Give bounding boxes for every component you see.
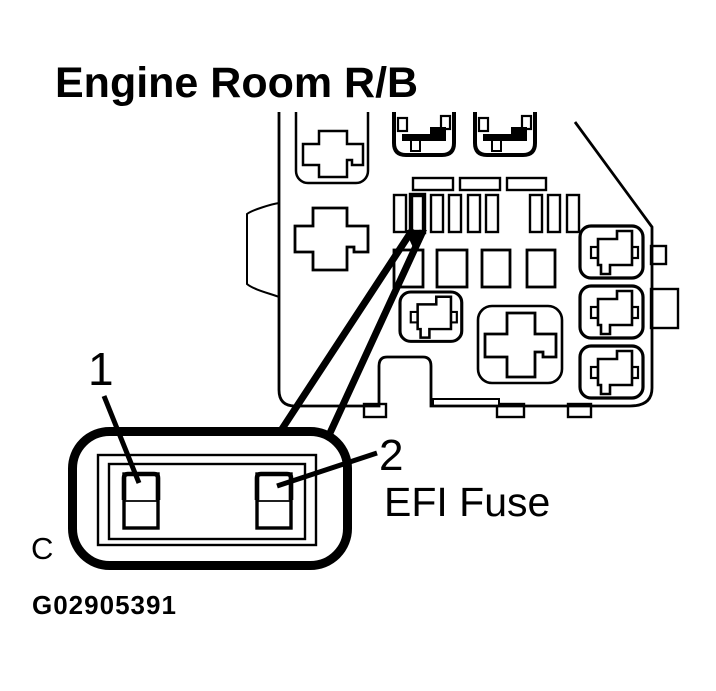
efi-fuse-icon	[408, 192, 427, 235]
connector-socket-icon	[473, 112, 537, 157]
fuse-bar	[411, 176, 455, 192]
fuse-bar	[505, 176, 548, 192]
pointer-line-2	[276, 450, 378, 489]
relay-socket-icon	[578, 224, 645, 280]
fuse-square	[480, 248, 512, 289]
figure-number: G02905391	[32, 590, 177, 620]
page-title: Engine Room R/B	[55, 59, 419, 107]
left-mount-tab	[246, 202, 280, 298]
callout-number-1: 1	[88, 343, 114, 395]
efi-fuse-label: EFI Fuse	[384, 479, 551, 525]
fuse-1-top	[121, 471, 161, 500]
fuse-square	[525, 248, 557, 289]
fuse-slot-icon	[447, 193, 463, 234]
relay-socket-icon	[578, 284, 645, 340]
callout-leader-line	[277, 227, 416, 434]
fuse-slot-icon	[565, 193, 581, 234]
right-tab-large	[649, 287, 680, 330]
relay-cross-icon	[483, 311, 558, 379]
fuse-slot-icon	[466, 193, 482, 234]
relay-cross-icon	[293, 206, 370, 272]
fuse-slot-icon	[429, 193, 445, 234]
fuse-2-top	[254, 471, 294, 500]
fuse-slot-icon	[392, 193, 408, 234]
fuse-bar	[458, 176, 502, 192]
relay-socket-icon	[398, 290, 464, 343]
detail-view-letter: C	[31, 531, 54, 566]
connector-socket-icon	[392, 112, 456, 157]
fuse-slot-icon	[546, 193, 562, 234]
relay-socket-icon	[578, 344, 645, 400]
relay-cross-icon	[301, 129, 365, 179]
pointer-line-1	[101, 395, 142, 484]
fuse-square	[435, 248, 469, 289]
callout-number-2: 2	[379, 431, 404, 480]
fuse-slot-icon	[484, 193, 500, 234]
fuse-slot-icon	[528, 193, 544, 234]
callout-leader-line	[326, 229, 427, 435]
fusebox-outline	[277, 112, 654, 408]
